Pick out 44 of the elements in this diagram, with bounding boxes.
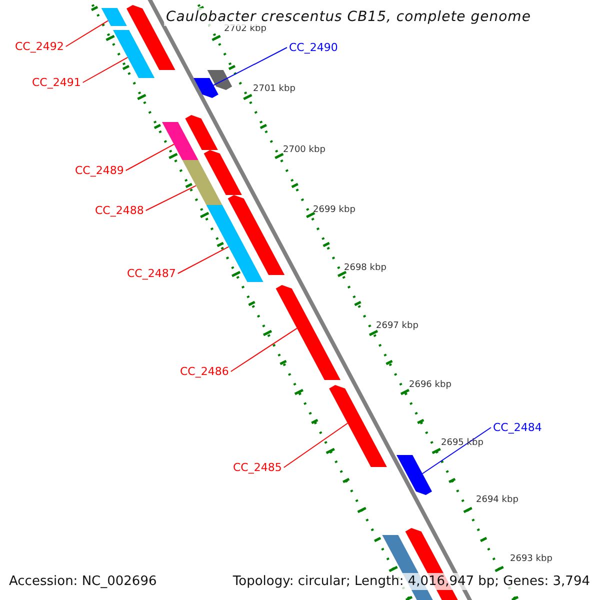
gene-feature [101, 8, 127, 26]
gene-feature [228, 195, 285, 275]
leader-line [422, 427, 492, 474]
scale-label: 2696 kbp [409, 380, 452, 390]
leader-line [65, 20, 109, 47]
footer-text: Accession: NC_002696 [7, 573, 159, 590]
gene-label: CC_2484 [493, 421, 542, 434]
leader-line [283, 422, 348, 468]
scale-label: 2700 kbp [283, 145, 326, 155]
gene-label: CC_2486 [180, 365, 229, 378]
gene-feature [182, 160, 222, 205]
gene-feature [396, 455, 432, 495]
gene-feature [204, 150, 242, 195]
leader-line [230, 328, 298, 372]
leader-line [145, 185, 196, 211]
scale-label: 2699 kbp [313, 205, 356, 215]
gene-label: CC_2488 [95, 204, 144, 217]
gene-feature [276, 285, 340, 380]
leader-line [82, 56, 128, 83]
scale-label: 2693 kbp [510, 554, 552, 564]
scale-label: 2697 kbp [376, 321, 418, 331]
gene-feature [207, 70, 232, 90]
leader-line [213, 47, 288, 86]
scale-label: 2695 kbp [441, 438, 484, 448]
gene-feature [162, 122, 198, 160]
gene-label: CC_2487 [127, 267, 176, 280]
gene-feature [206, 205, 264, 282]
gene-label: CC_2491 [32, 76, 81, 89]
scale-label: 2698 kbp [344, 263, 386, 273]
gene-feature [185, 115, 218, 150]
gene-label: CC_2485 [233, 461, 282, 474]
gene-feature [113, 30, 155, 78]
map-title: Caulobacter crescentus CB15, complete genome [164, 8, 533, 26]
leader-line [125, 144, 174, 171]
footer-text: Topology: circular; Length: 4,016,947 bp; Genes: 3,794 [230, 573, 592, 590]
gene-label: CC_2489 [75, 164, 124, 177]
leader-line [177, 246, 230, 274]
scale-label: 2701 kbp [253, 84, 296, 94]
scale-label: 2694 kbp [476, 495, 518, 505]
scale-label: 2702 kbp [224, 24, 266, 34]
gene-label: CC_2492 [15, 40, 64, 53]
gene-label: CC_2490 [289, 41, 338, 54]
gene-feature [194, 78, 218, 98]
gene-feature [329, 385, 387, 467]
